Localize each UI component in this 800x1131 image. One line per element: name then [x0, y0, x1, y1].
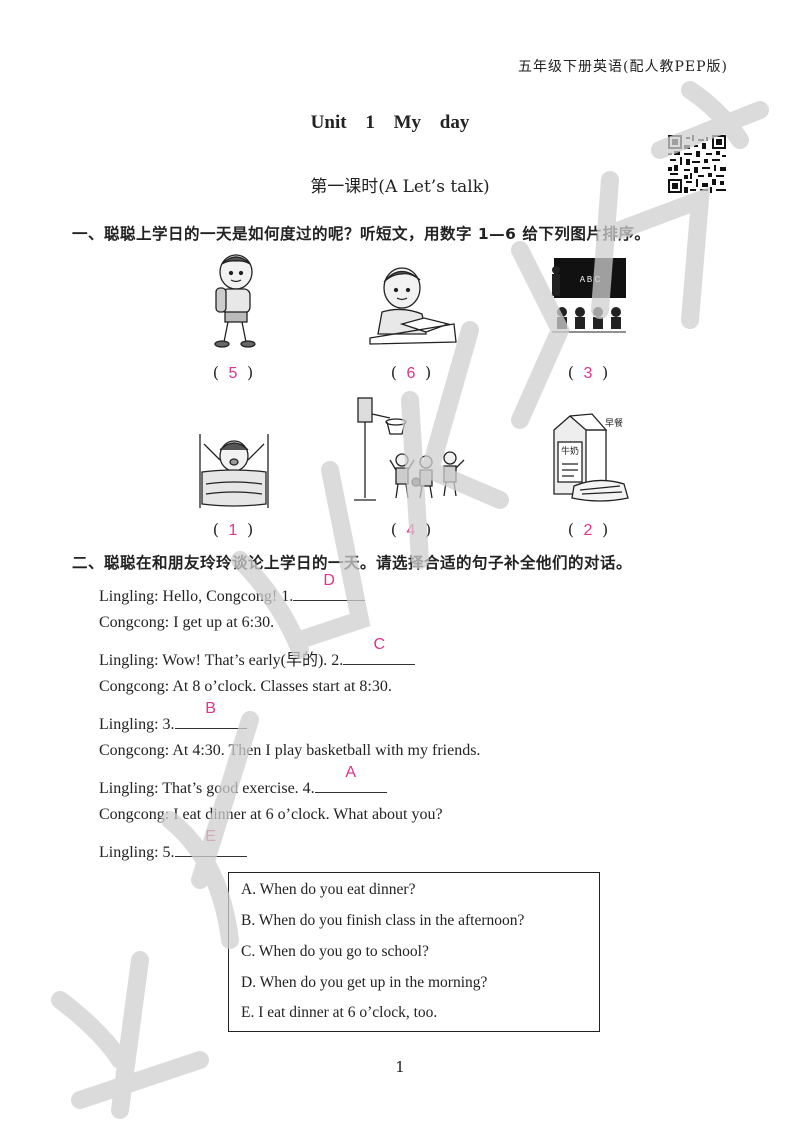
- breakfast-milk-bread-picture: 牛奶 早餐: [553, 413, 629, 502]
- dialogue-line-6: Congcong: At 4:30. Then I play basketbal…: [99, 742, 481, 759]
- dialogue-line-2: Congcong: I get up at 6:30.: [99, 614, 275, 631]
- lesson-title: 第一课时(A Let’s talk): [310, 177, 490, 197]
- boy-reading-book-picture: [369, 267, 457, 345]
- options-box: A. When do you eat dinner? B. When do yo…: [228, 872, 600, 1032]
- option-d: D. When do you get up in the morning?: [241, 974, 488, 991]
- option-b: B. When do you finish class in the after…: [241, 912, 525, 929]
- kids-playing-basketball-picture: [354, 397, 465, 501]
- dialogue-line-1: Lingling: Hello, Congcong! 1.D: [99, 572, 366, 606]
- blackboard-label: A B C: [580, 275, 601, 284]
- option-a: A. When do you eat dinner?: [241, 881, 416, 898]
- section1-title: 一、聪聪上学日的一天是如何度过的呢？听短文，用数字 1—6 给下列图片排序。: [72, 225, 651, 243]
- picture-4-answer[interactable]: (1): [212, 520, 254, 539]
- classroom-blackboard-picture: A B C: [552, 258, 626, 333]
- milk-label: 牛奶: [561, 445, 579, 457]
- dialogue-line-7: Lingling: That’s good exercise. 4.A: [99, 764, 387, 798]
- picture-5-answer[interactable]: (4): [390, 520, 432, 539]
- boy-getting-up-in-bed-picture: [199, 434, 269, 508]
- option-e: E. I eat dinner at 6 o’clock, too.: [241, 1004, 438, 1021]
- book-title-header: 五年级下册英语(配人教PEP版): [518, 59, 728, 75]
- qr-code-icon[interactable]: [668, 135, 726, 193]
- picture-1-answer[interactable]: (5): [212, 363, 254, 382]
- answer-blank-3[interactable]: B: [174, 700, 247, 729]
- answer-blank-5[interactable]: E: [174, 828, 247, 857]
- page-number: 1: [395, 1058, 405, 1076]
- section2-title: 二、聪聪在和朋友玲玲谈论上学日的一天。请选择合适的句子补全他们的对话。: [72, 554, 633, 572]
- dialogue-line-8: Congcong: I eat dinner at 6 o’clock. Wha…: [99, 806, 443, 823]
- dialogue-line-9: Lingling: 5.E: [99, 828, 247, 862]
- unit-title: Unit 1 My day: [310, 112, 470, 133]
- answer-blank-1[interactable]: D: [293, 572, 366, 601]
- picture-2-answer[interactable]: (6): [390, 363, 432, 382]
- answer-blank-4[interactable]: A: [314, 764, 387, 793]
- option-c: C. When do you go to school?: [241, 943, 429, 960]
- breakfast-label: 早餐: [605, 417, 623, 429]
- boy-walking-to-school-picture: [214, 254, 256, 348]
- picture-3-answer[interactable]: (3): [567, 363, 609, 382]
- picture-6-answer[interactable]: (2): [567, 520, 609, 539]
- answer-blank-2[interactable]: C: [343, 636, 416, 665]
- dialogue-line-3: Lingling: Wow! That’s early(早的). 2.C: [99, 636, 416, 670]
- dialogue-line-5: Lingling: 3.B: [99, 700, 247, 734]
- dialogue-line-4: Congcong: At 8 o’clock. Classes start at…: [99, 678, 392, 695]
